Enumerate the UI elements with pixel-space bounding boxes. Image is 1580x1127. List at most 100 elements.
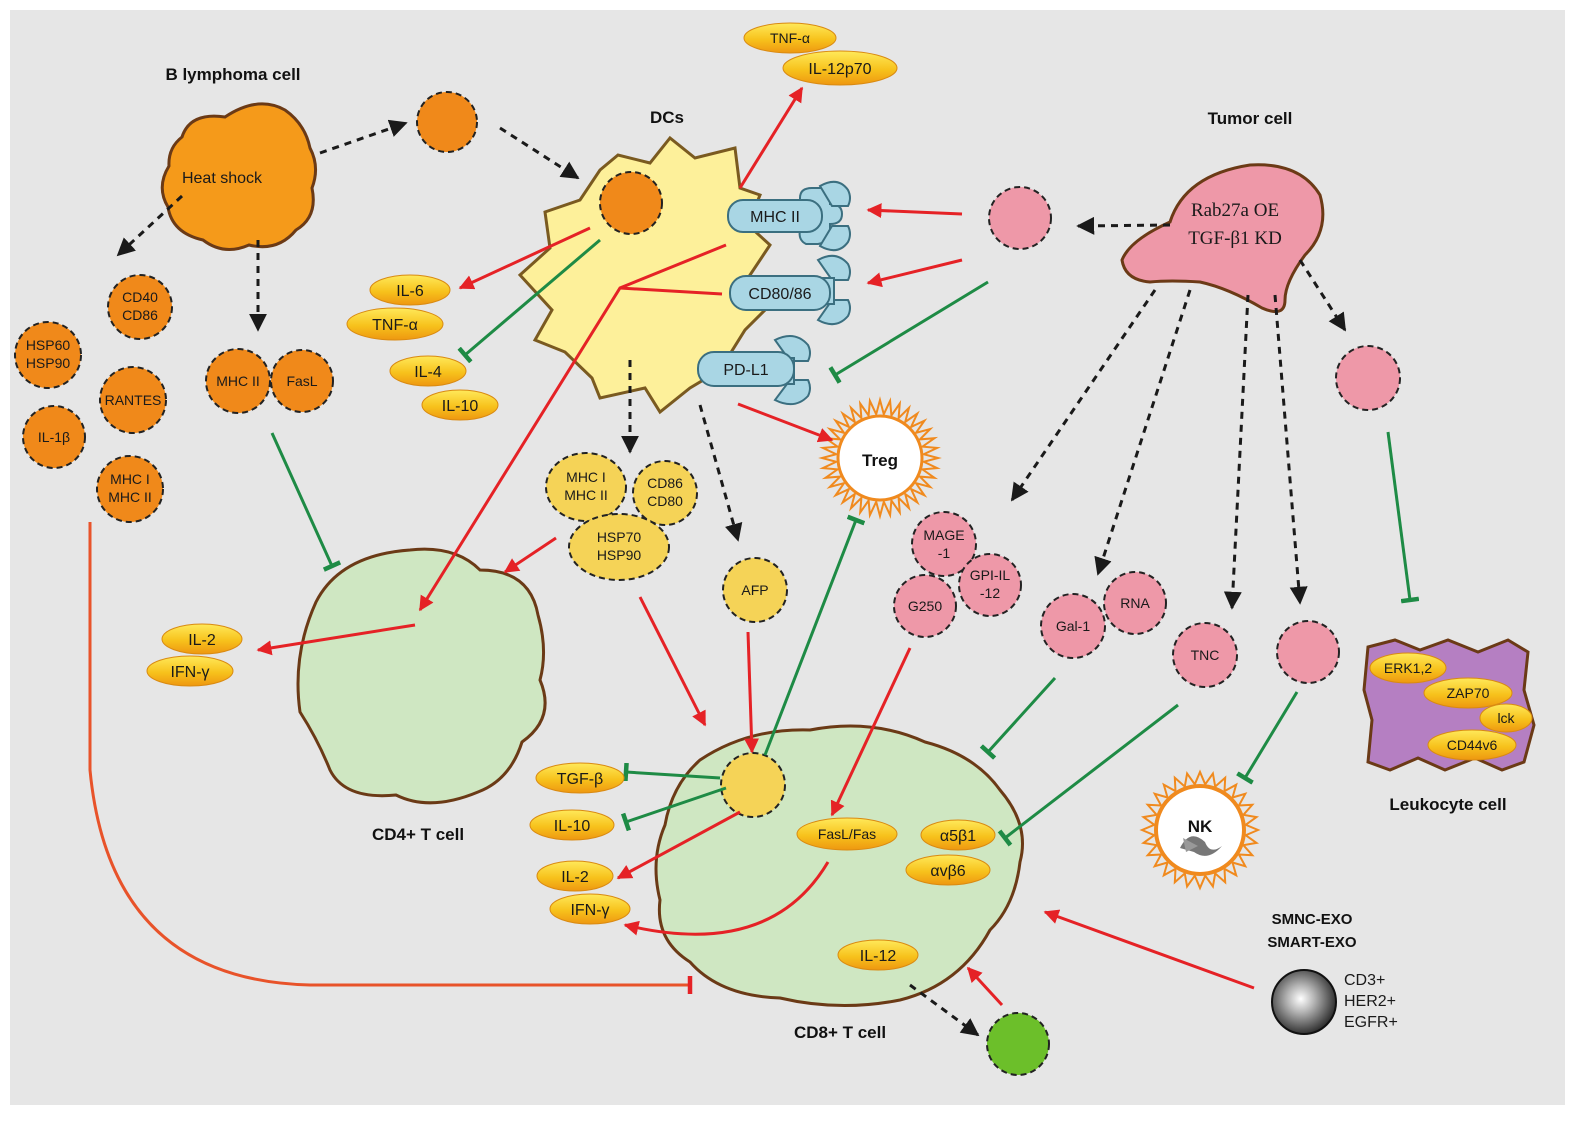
tumor-line1: Rab27a OE [1191,200,1279,221]
cd80-receptor-label: CD80/86 [748,286,811,303]
cytokine-ifng-cd4: IFN-γ [170,664,209,681]
cytokine-il2-cd4: IL-2 [188,632,216,649]
vesicle-gal1 [1040,593,1106,659]
activation-arrows [256,86,1255,1007]
cargo-hsp60: HSP60 [26,337,71,353]
protein-zap70: ZAP70 [1447,685,1490,701]
green-exosome [986,1012,1050,1076]
heat-shock-label: Heat shock [182,170,263,187]
dc-cargo-cd80: CD80 [647,493,683,509]
dc-cargo-mhc2: MHC II [564,487,608,503]
pill-il2-cd4 [161,623,243,655]
vesicle-mhc2 [205,348,271,414]
b-to-cd8-arrow [88,522,693,994]
vesicle-il1b [22,405,86,469]
cytokine-il10-cd8: IL-10 [554,818,591,835]
pill-il12 [837,939,919,971]
dc-cargo-hsp70: HSP70 [597,529,642,545]
pill-avb6 [905,854,991,886]
nk-spiky-border [1139,769,1261,891]
cytokine-il2-cd8: IL-2 [561,869,589,886]
trafficking-arrows [116,119,1347,1037]
vesicle-dc-hsp [568,513,670,581]
receptor-pd-l1 [697,335,811,406]
tumor-cargo-g250: G250 [908,598,942,614]
cytokine-il12p70: IL-12p70 [808,61,871,78]
tumor-cargo-mage: MAGE [923,527,964,543]
cytokine-il4: IL-4 [414,364,442,381]
pill-il2-cd8 [536,860,614,892]
treg-label: Treg [862,451,898,470]
tumor-cargo-tnc: TNC [1191,647,1220,663]
cytokine-tnfa-top: TNF-α [770,30,810,46]
pill-tnfa-dc [346,307,444,341]
pill-il6 [369,274,451,306]
cargo-mhc1: MHC I [110,471,150,487]
pill-tnfa-top [743,22,837,54]
b-lymphoma-cell [160,102,317,251]
treg-spiky-border [818,396,942,520]
cd4-title: CD4+ T cell [372,825,464,844]
pill-il10-dc [421,389,499,421]
exo-name2: SMART-EXO [1267,934,1357,951]
tumor-title: Tumor cell [1208,109,1293,128]
cytokine-il6: IL-6 [396,283,424,300]
tumor-cell [1120,163,1325,314]
tumor-exosome-nk [1276,620,1340,684]
pill-il10-cd8 [529,809,615,841]
nk-label: NK [1188,817,1213,836]
cytokine-tnfa-dc: TNF-α [372,317,418,334]
pill-lck [1479,703,1533,733]
tumor-cargo-gpi-suffix: -12 [980,585,1000,601]
tumor-cargo-rna: RNA [1120,595,1150,611]
cargo-fasl: FasL [286,373,317,389]
pill-tgfb [535,762,625,794]
cd4-t-cell [296,547,547,805]
nk-nucleus-icon [1183,838,1198,852]
cd8-title: CD8+ T cell [794,1023,886,1042]
pill-faslfas [796,817,898,851]
tumor-cargo-mage-suffix: -1 [938,545,951,561]
cargo-cd40: CD40 [122,289,158,305]
nk-cell [1139,769,1261,891]
tumor-exosome-right [1335,345,1401,411]
vesicle-hsp60-hsp90 [14,321,82,389]
cargo-il1b: IL-1β [38,429,70,445]
pill-erk [1369,652,1447,684]
dc-cargo-cd86: CD86 [647,475,683,491]
dc-cargo-afp: AFP [741,582,768,598]
vesicle-g250 [893,574,957,638]
cargo-mhc2-b: MHC II [216,373,260,389]
vesicle-rna [1103,571,1167,635]
dcs-title: DCs [650,108,684,127]
tumor-line2: TGF-β1 KD [1188,228,1282,249]
vesicle-mhc1-mhc2 [96,455,164,523]
pill-a5b1 [920,819,996,851]
vesicle-tnc [1172,622,1238,688]
cytokine-avb6: αvβ6 [930,863,965,880]
cytokine-ifng-cd8: IFN-γ [570,902,609,919]
vesicle-rantes [99,366,167,434]
protein-lck: lck [1497,710,1515,726]
dc-cargo-hsp90: HSP90 [597,547,642,563]
cytokine-tgfb: TGF-β [557,771,604,788]
b-exosome-top [416,91,478,153]
receptor-cd80-86 [729,254,851,326]
vesicle-afp [722,557,788,623]
pill-zap70 [1423,677,1513,709]
cytokine-a5b1: α5β1 [940,828,976,845]
b-lymphoma-title: B lymphoma cell [165,65,300,84]
protein-erk: ERK1,2 [1384,660,1432,676]
pill-ifng-cd8 [549,893,631,925]
cargo-cd86: CD86 [122,307,158,323]
treg-cell [818,396,942,520]
vesicle-dc-mhc [545,452,627,522]
engineered-exosome [1271,969,1337,1035]
exo-marker-egfr: EGFR+ [1344,1014,1398,1031]
receptor-mhc2 [727,180,851,252]
dc-internalized-exosome [599,171,663,235]
tumor-exosome-left [988,186,1052,250]
protein-cd44v6: CD44v6 [1447,737,1498,753]
tumor-cargo-gpi: GPI-IL [970,567,1011,583]
